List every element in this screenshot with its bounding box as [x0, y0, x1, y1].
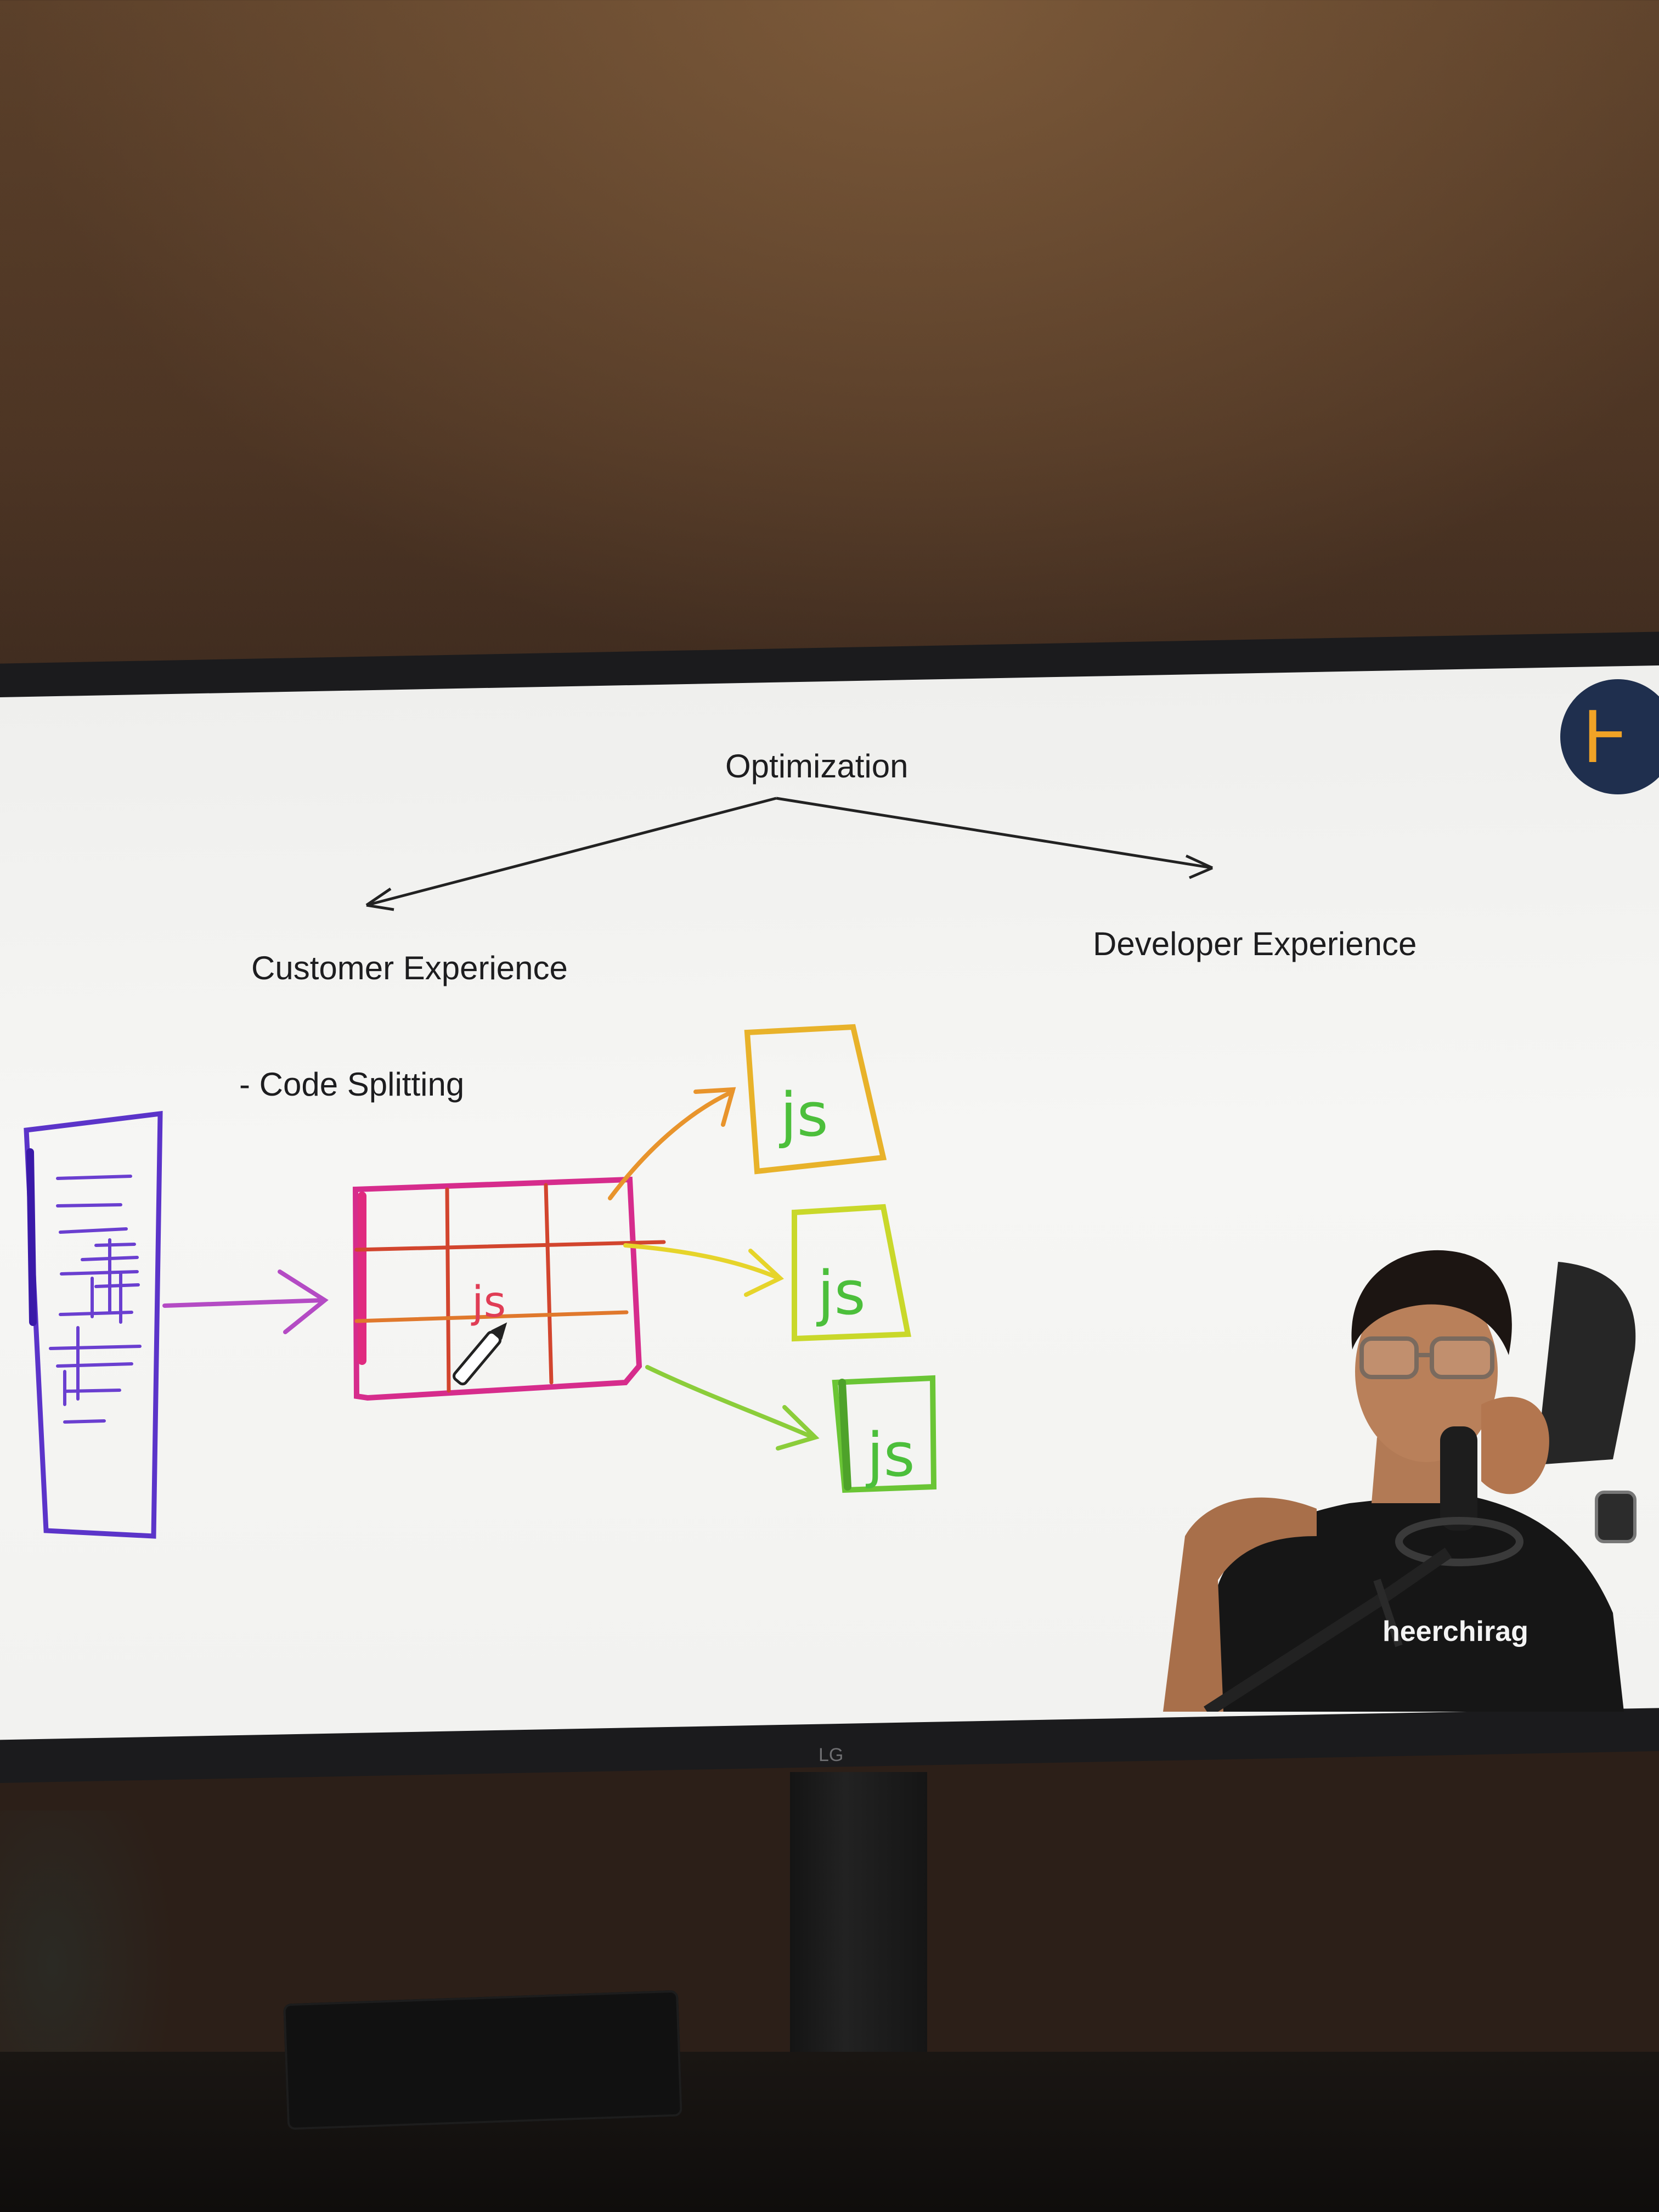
chair — [1536, 1262, 1636, 1465]
bracket-logo-icon: Ⱶ — [1560, 679, 1659, 794]
presenter-hand-left — [1163, 1497, 1317, 1712]
presenter-face — [1355, 1281, 1498, 1462]
right-branch-label: Developer Experience — [1093, 926, 1417, 962]
slide-title: Optimization — [725, 748, 909, 785]
mic-arm — [1204, 1547, 1452, 1712]
power-adapter — [283, 1990, 682, 2130]
left-branch-label: Customer Experience — [251, 950, 568, 986]
presenter-webcam — [1163, 1250, 1637, 1712]
monitor-brand-logo: LG — [819, 1745, 844, 1765]
wristwatch — [1595, 1491, 1637, 1543]
background-wall — [0, 0, 1659, 680]
shirt-print: heerchirag — [1383, 1616, 1528, 1647]
bullet-code-splitting: - Code Splitting — [239, 1066, 465, 1103]
presenter-hand-right — [1481, 1397, 1549, 1494]
desk — [0, 2052, 1659, 2212]
presenter-hair — [1351, 1250, 1512, 1355]
microphone — [1440, 1426, 1477, 1531]
